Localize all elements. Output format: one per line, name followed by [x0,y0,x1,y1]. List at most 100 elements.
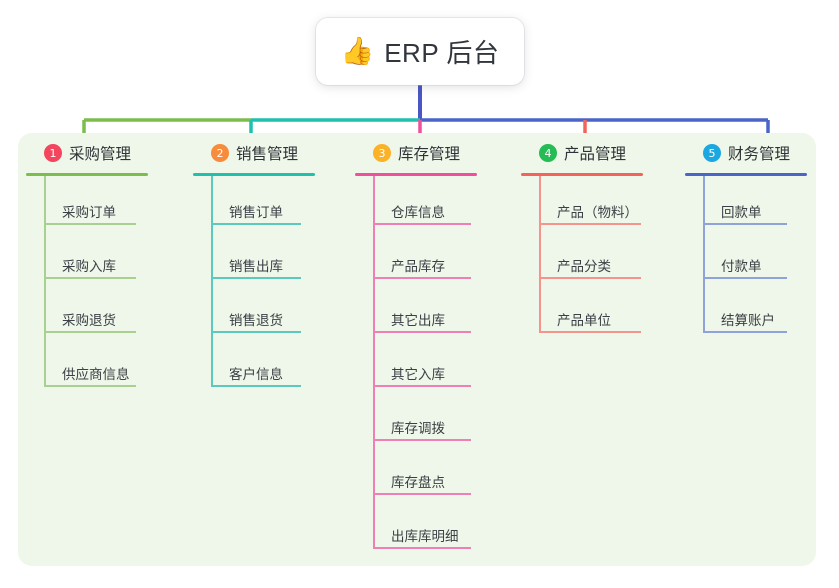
menu-item[interactable]: 回款单 [685,176,835,230]
category-title-4: 产品管理 [564,146,627,163]
menu-item-label: 采购订单 [62,205,116,220]
category-column-5: 5 财务管理回款单付款单结算账户 [685,140,835,338]
category-items-4: 产品（物料） 产品分类产品单位 [521,176,691,338]
item-spine-2 [211,176,213,387]
menu-item[interactable]: 产品分类 [521,230,691,284]
menu-item-label: 供应商信息 [62,367,130,382]
category-underline-2 [193,173,315,176]
menu-item-label: 仓库信息 [391,205,445,220]
category-title-5: 财务管理 [728,146,791,163]
menu-item[interactable]: 结算账户 [685,284,835,338]
menu-item-underline [703,331,787,333]
menu-item-underline [373,547,471,549]
menu-item[interactable]: 仓库信息 [355,176,525,230]
menu-item-underline [44,277,136,279]
menu-item[interactable]: 供应商信息 [26,338,186,392]
menu-item-underline [703,277,787,279]
category-title-1: 采购管理 [69,146,132,163]
menu-item[interactable]: 产品（物料） [521,176,691,230]
category-badge-2: 2 [211,144,229,162]
category-column-4: 4 产品管理产品（物料） 产品分类产品单位 [521,140,691,338]
menu-item-label: 采购退货 [62,313,116,328]
menu-item-label: 客户信息 [229,367,283,382]
category-badge-4: 4 [539,144,557,162]
menu-item-label: 出库库明细 [391,529,459,544]
menu-item-label: 其它入库 [391,367,445,382]
menu-item-label: 产品（物料） [557,205,638,220]
menu-item-underline [703,223,787,225]
menu-item-underline [373,331,471,333]
menu-item[interactable]: 采购入库 [26,230,186,284]
item-spine-5 [703,176,705,333]
menu-item[interactable]: 其它出库 [355,284,525,338]
menu-item-underline [373,493,471,495]
menu-item[interactable]: 产品库存 [355,230,525,284]
item-spine-3 [373,176,375,549]
menu-item-label: 产品分类 [557,259,611,274]
category-items-5: 回款单付款单结算账户 [685,176,835,338]
category-underline-3 [355,173,477,176]
category-header-1[interactable]: 1 采购管理 [26,140,186,166]
menu-item-label: 采购入库 [62,259,116,274]
menu-item[interactable]: 产品单位 [521,284,691,338]
category-items-1: 采购订单采购入库采购退货供应商信息 [26,176,186,392]
category-header-5[interactable]: 5 财务管理 [685,140,835,166]
category-items-2: 销售订单销售出库销售退货客户信息 [193,176,353,392]
menu-item-underline [539,223,641,225]
category-title-3: 库存管理 [398,146,461,163]
menu-item-label: 销售出库 [229,259,283,274]
menu-item-underline [211,223,301,225]
thumbs-up-icon: 👍 [340,36,375,66]
menu-item[interactable]: 付款单 [685,230,835,284]
menu-item-underline [211,331,301,333]
root-title: ERP 后台 [384,38,500,68]
menu-item[interactable]: 库存调拨 [355,392,525,446]
menu-item-underline [44,385,136,387]
menu-item[interactable]: 采购退货 [26,284,186,338]
menu-item[interactable]: 销售订单 [193,176,353,230]
category-items-3: 仓库信息产品库存其它出库其它入库库存调拨库存盘点出库库明细 [355,176,525,554]
menu-item-underline [44,331,136,333]
menu-item-underline [211,385,301,387]
category-column-2: 2 销售管理销售订单销售出库销售退货客户信息 [193,140,353,392]
menu-item-underline [373,277,471,279]
category-header-2[interactable]: 2 销售管理 [193,140,353,166]
category-badge-1: 1 [44,144,62,162]
category-badge-3: 3 [373,144,391,162]
menu-item-label: 销售退货 [229,313,283,328]
menu-item[interactable]: 销售出库 [193,230,353,284]
menu-item-label: 产品库存 [391,259,445,274]
menu-item-underline [373,439,471,441]
category-underline-4 [521,173,643,176]
menu-item-underline [44,223,136,225]
menu-item[interactable]: 客户信息 [193,338,353,392]
root-node[interactable]: 👍 ERP 后台 [316,18,524,85]
menu-item-label: 结算账户 [721,313,775,328]
category-badge-5: 5 [703,144,721,162]
menu-item[interactable]: 出库库明细 [355,500,525,554]
category-header-3[interactable]: 3 库存管理 [355,140,525,166]
category-header-4[interactable]: 4 产品管理 [521,140,691,166]
category-underline-1 [26,173,148,176]
menu-item-label: 库存盘点 [391,475,445,490]
category-column-3: 3 库存管理仓库信息产品库存其它出库其它入库库存调拨库存盘点出库库明细 [355,140,525,554]
category-column-1: 1 采购管理采购订单采购入库采购退货供应商信息 [26,140,186,392]
menu-item[interactable]: 采购订单 [26,176,186,230]
menu-item[interactable]: 其它入库 [355,338,525,392]
item-spine-1 [44,176,46,387]
category-title-2: 销售管理 [236,146,299,163]
menu-item-label: 库存调拨 [391,421,445,436]
item-spine-4 [539,176,541,333]
menu-item-label: 其它出库 [391,313,445,328]
menu-item-label: 回款单 [721,205,762,220]
menu-item-label: 付款单 [721,259,762,274]
menu-item-underline [211,277,301,279]
menu-item[interactable]: 销售退货 [193,284,353,338]
menu-item-underline [539,331,641,333]
menu-item-label: 产品单位 [557,313,611,328]
menu-item-underline [373,385,471,387]
category-underline-5 [685,173,807,176]
menu-item[interactable]: 库存盘点 [355,446,525,500]
